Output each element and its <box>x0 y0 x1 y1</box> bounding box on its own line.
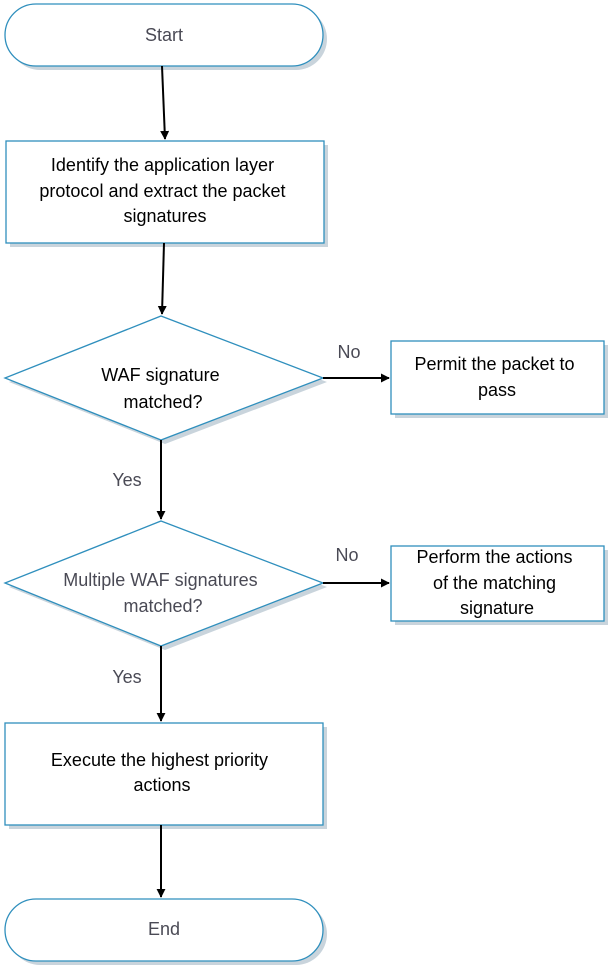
multi-match-label: Multiple WAF signatures matched? <box>63 570 262 616</box>
permit-label: Permit the packet to pass <box>414 354 579 400</box>
start-terminal <box>4 3 324 67</box>
edge-label-yes-1: Yes <box>112 470 141 490</box>
arrow-identify-to-waf <box>157 242 167 315</box>
identify-label: Identify the application layer protocol … <box>39 155 290 226</box>
perform-label: Perform the actions of the matching sign… <box>416 547 577 618</box>
edge-label-no-2: No <box>335 545 358 565</box>
end-label: End <box>148 919 180 939</box>
execute-process-box <box>4 722 324 826</box>
start-label: Start <box>145 25 183 45</box>
execute-label: Execute the highest priority actions <box>51 750 273 795</box>
perform-process-box <box>390 545 605 622</box>
edge-label-no-1: No <box>337 342 360 362</box>
arrow-start-to-identify <box>160 65 170 140</box>
waf-match-label: WAF signature matched? <box>101 365 224 412</box>
edge-label-yes-2: Yes <box>112 667 141 687</box>
permit-process-box <box>390 340 605 415</box>
end-terminal <box>4 898 324 962</box>
identify-process-box <box>5 140 325 244</box>
